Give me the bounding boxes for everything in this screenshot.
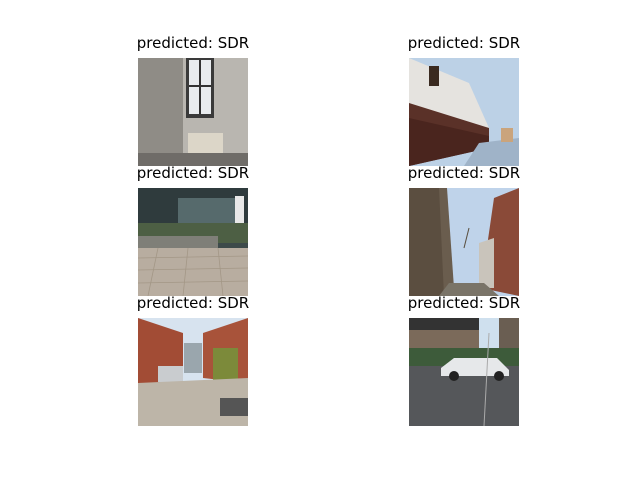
cobblestone-plaza-icon [138,188,248,296]
panel-title: predicted: SDR [136,294,250,312]
brick-courtyard-icon [138,318,248,426]
panel-title: predicted: SDR [136,164,250,182]
panel-title: predicted: SDR [136,34,250,52]
panel-title: predicted: SDR [407,164,521,182]
panel-title: predicted: SDR [407,294,521,312]
panel-title: predicted: SDR [407,34,521,52]
parking-lot-car-icon [409,318,519,426]
brick-wall-street-icon [409,58,519,166]
stairwell-window-icon [138,58,248,166]
stone-alley-icon [409,188,519,296]
